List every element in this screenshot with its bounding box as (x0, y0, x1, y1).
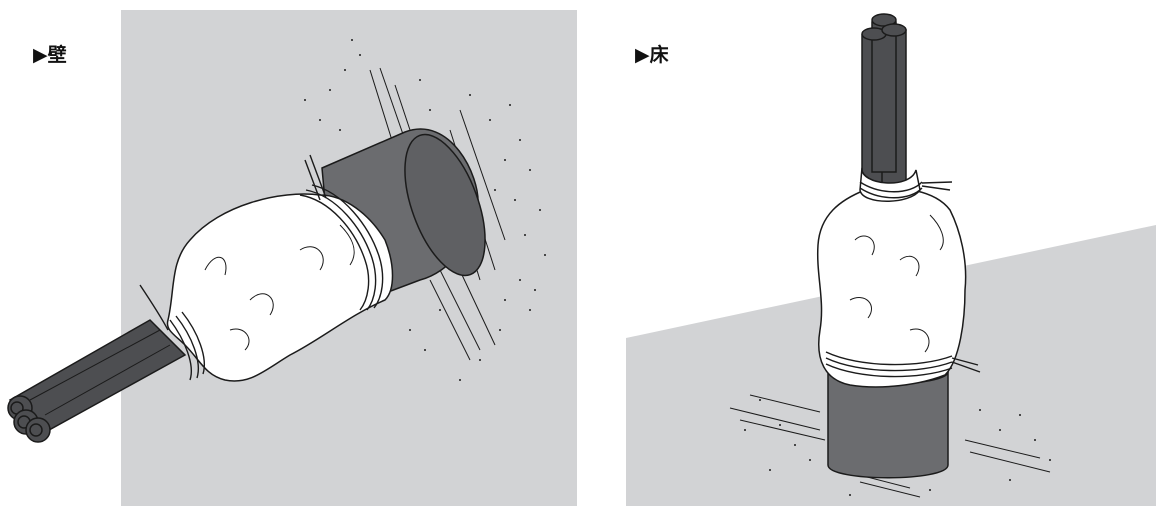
cable-bundle (862, 14, 906, 190)
floor-panel: ▶床 (580, 0, 1156, 506)
floor-label: ▶床 (635, 40, 669, 67)
wall-panel: ▶壁 (0, 0, 580, 506)
wall-label: ▶壁 (33, 40, 67, 67)
pipe-sleeve (828, 372, 948, 478)
floor-illustration (580, 0, 1156, 506)
wall-illustration (0, 0, 580, 506)
